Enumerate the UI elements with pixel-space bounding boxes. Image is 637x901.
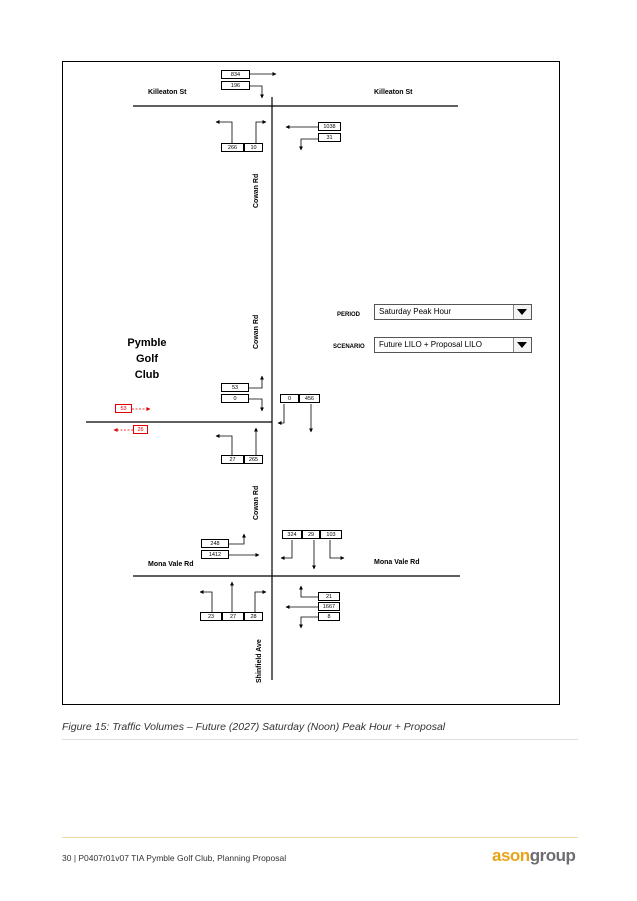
chevron-down-icon[interactable] (513, 338, 531, 352)
diagram-frame (62, 61, 560, 705)
volume-box: 1412 (201, 550, 229, 559)
chevron-down-icon[interactable] (513, 305, 531, 319)
volume-box: 248 (201, 539, 229, 548)
volume-box: 103 (320, 530, 342, 539)
pymble-golf-club-label: Pymble Golf Club (112, 335, 182, 383)
club-label-line: Pymble (127, 337, 167, 349)
volume-box: 27 (222, 612, 244, 621)
figure-caption: Figure 15: Traffic Volumes – Future (202… (62, 721, 446, 733)
volume-box: 456 (299, 394, 320, 403)
road-label-cowan-south: Cowan Rd (253, 485, 260, 520)
volume-box: 28 (244, 612, 263, 621)
road-label-killeaton-east: Killeaton St (374, 89, 413, 96)
caption-divider (62, 739, 578, 740)
volume-box: 266 (221, 143, 244, 152)
volume-box: 834 (221, 70, 250, 79)
footer-divider (62, 837, 578, 838)
road-label-cowan-north: Cowan Rd (253, 173, 260, 208)
road-label-cowan-middle: Cowan Rd (253, 314, 260, 349)
volume-box: 324 (282, 530, 302, 539)
volume-box: 53 (221, 383, 249, 392)
volume-box: 27 (221, 455, 244, 464)
volume-box: 8 (318, 612, 340, 621)
ason-group-logo: asongroup (492, 846, 576, 865)
club-label-line: Golf (136, 353, 158, 365)
scenario-value: Future LILO + Proposal LILO (379, 340, 482, 349)
volume-box: 29 (302, 530, 320, 539)
period-value: Saturday Peak Hour (379, 307, 452, 316)
period-dropdown[interactable]: Saturday Peak Hour (374, 304, 532, 320)
club-in-volume: 26 (133, 425, 148, 434)
volume-box: 265 (244, 455, 263, 464)
club-label-line: Club (134, 369, 160, 381)
intersection-diagram (86, 72, 460, 680)
footer-text: 30 | P0407r01v07 TIA Pymble Golf Club, P… (62, 853, 287, 863)
club-out-volume: 53 (115, 404, 132, 413)
volume-box: 31 (318, 133, 341, 142)
period-label: PERIOD (337, 312, 361, 318)
volume-box: 1667 (318, 602, 340, 611)
volume-box: 10 (244, 143, 263, 152)
volume-box: 1038 (318, 122, 341, 131)
scenario-label: SCENARIO (333, 344, 365, 350)
scenario-dropdown[interactable]: Future LILO + Proposal LILO (374, 337, 532, 353)
road-label-killeaton-west: Killeaton St (148, 89, 187, 96)
road-label-shinfield: Shinfield Ave (256, 639, 263, 683)
volume-box: 21 (318, 592, 340, 601)
volume-box: 0 (221, 394, 249, 403)
volume-box: 23 (200, 612, 222, 621)
road-label-mona-vale-west: Mona Vale Rd (148, 561, 194, 568)
volume-box: 196 (221, 81, 250, 90)
road-label-mona-vale-east: Mona Vale Rd (374, 559, 420, 566)
volume-box: 0 (280, 394, 299, 403)
